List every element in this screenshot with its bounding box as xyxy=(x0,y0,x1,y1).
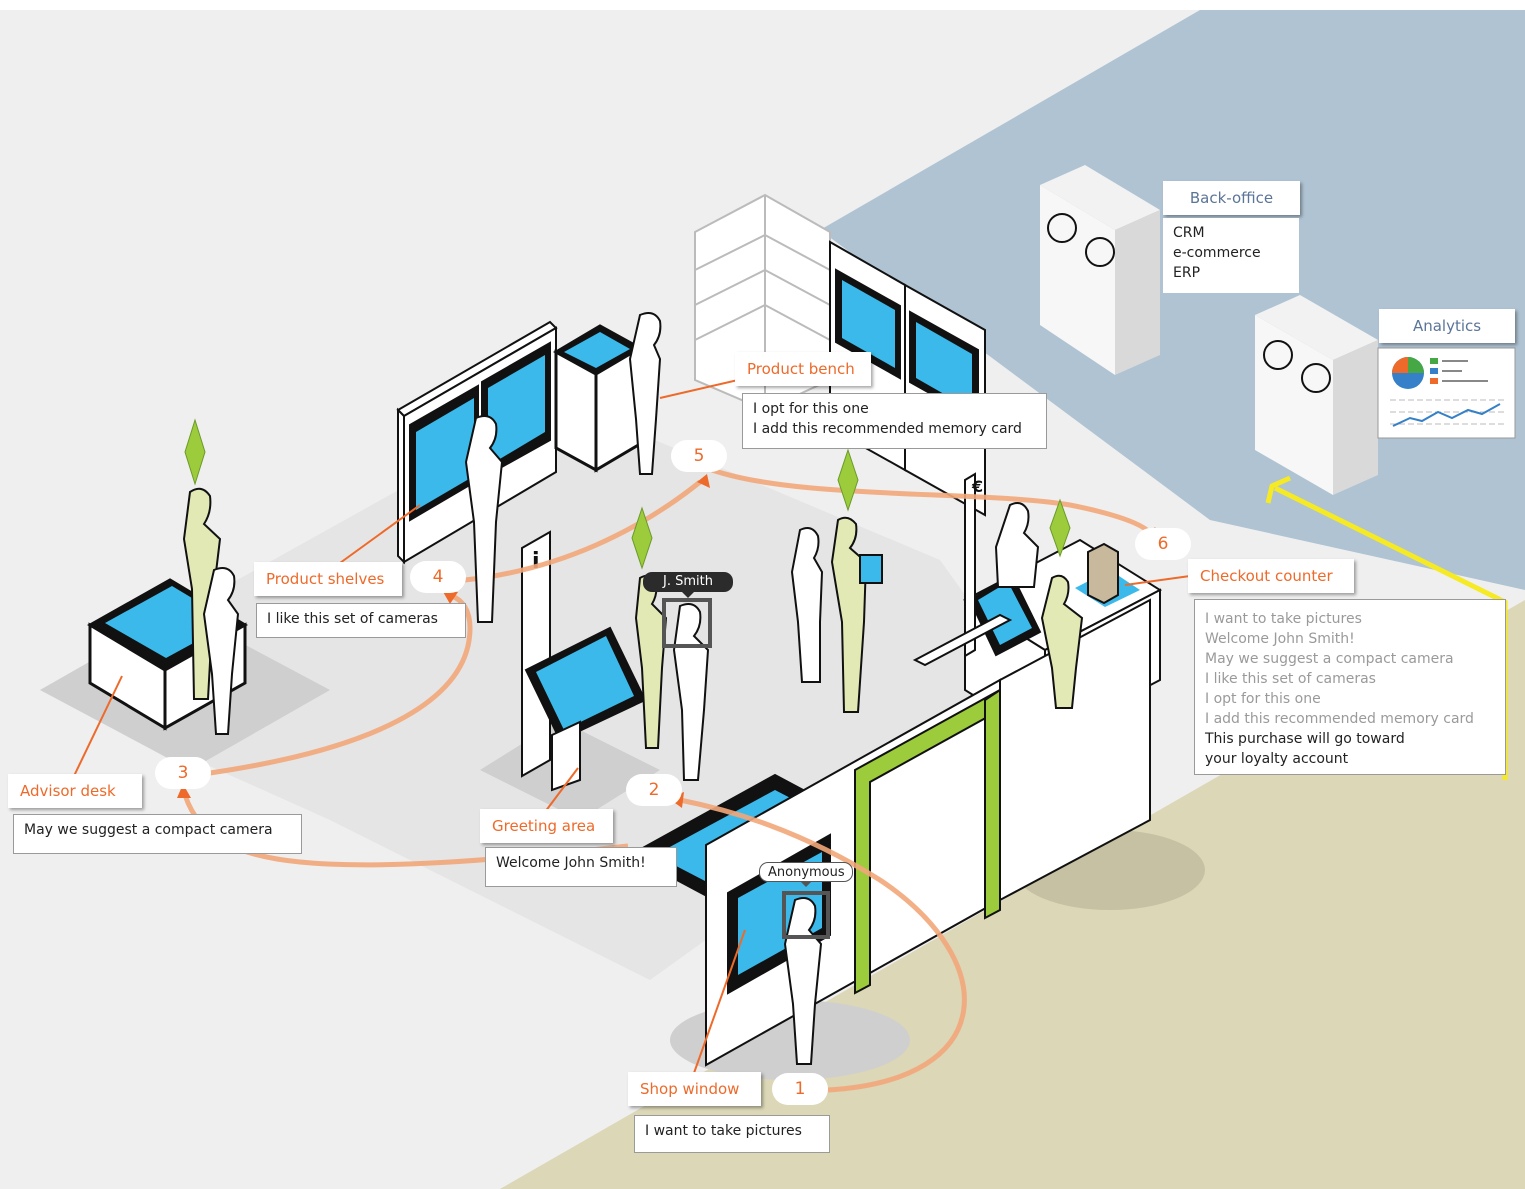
checkout-counter-label: Checkout counter xyxy=(1188,559,1354,593)
analytics-server xyxy=(1255,295,1378,495)
bench-table xyxy=(552,324,644,473)
identified-visitor-tag: J. Smith xyxy=(643,572,733,598)
product-bench-message: I opt for this one I add this recommende… xyxy=(742,393,1047,449)
entrance-structure xyxy=(627,598,1151,1067)
product-shelves-label: Product shelves xyxy=(254,562,402,596)
product-shelves-message: I like this set of cameras xyxy=(256,603,466,638)
step-6: 6 xyxy=(1135,528,1191,560)
people-silhouettes xyxy=(182,312,1084,1065)
svg-text:€: € xyxy=(971,477,983,496)
step-4: 4 xyxy=(410,561,466,593)
step-1: 1 xyxy=(772,1073,828,1105)
purchase-history: I want to take pictures Welcome John Smi… xyxy=(1194,599,1506,775)
history-line: I opt for this one xyxy=(1205,691,1321,707)
staff-markers xyxy=(184,418,1071,570)
advisor-desk-message: May we suggest a compact camera xyxy=(13,814,302,854)
history-line: I add this recommended memory card xyxy=(1205,711,1474,727)
history-line: May we suggest a compact camera xyxy=(1205,651,1454,667)
product-bench-label: Product bench xyxy=(735,352,871,386)
step-5: 5 xyxy=(671,440,727,472)
shop-window-label: Shop window xyxy=(628,1072,761,1106)
advisor-desk-label: Advisor desk xyxy=(8,774,142,808)
identified-visitor-name: J. Smith xyxy=(663,574,713,589)
anonymous-visitor-name: Anonymous xyxy=(768,865,845,880)
step-2: 2 xyxy=(626,774,682,806)
backoffice-title: Back-office xyxy=(1163,181,1300,215)
backoffice-systems: CRM e-commerce ERP xyxy=(1163,218,1299,293)
greeting-kiosk: i xyxy=(521,530,647,792)
greeting-area-label: Greeting area xyxy=(480,809,613,843)
greeting-area-message: Welcome John Smith! xyxy=(485,847,677,887)
anonymous-visitor-tag: Anonymous xyxy=(759,862,853,887)
history-line: I want to take pictures xyxy=(1205,611,1362,627)
advisor-desk-unit xyxy=(87,578,248,731)
backoffice-item: e-commerce xyxy=(1173,245,1261,261)
shop-window-message: I want to take pictures xyxy=(634,1115,830,1153)
top-strip xyxy=(0,0,1525,10)
svg-text:i: i xyxy=(532,549,540,574)
backoffice-server xyxy=(1040,165,1160,375)
step-3: 3 xyxy=(155,757,211,789)
product-bench-message-line: I opt for this one xyxy=(753,401,869,417)
history-line: I like this set of cameras xyxy=(1205,671,1376,687)
pointer-lines xyxy=(73,379,1191,1074)
history-line: Welcome John Smith! xyxy=(1205,631,1355,647)
analytics-title: Analytics xyxy=(1379,309,1515,343)
face-frames xyxy=(662,598,830,939)
product-bench-message-line: I add this recommended memory card xyxy=(753,421,1022,437)
product-shelves-unit xyxy=(396,320,558,565)
backoffice-item: ERP xyxy=(1173,265,1201,281)
analytics-dashboard xyxy=(1377,347,1516,439)
backoffice-item: CRM xyxy=(1173,225,1205,241)
history-current-line: This purchase will go toward xyxy=(1205,731,1405,747)
history-current-line: your loyalty account xyxy=(1205,751,1349,767)
